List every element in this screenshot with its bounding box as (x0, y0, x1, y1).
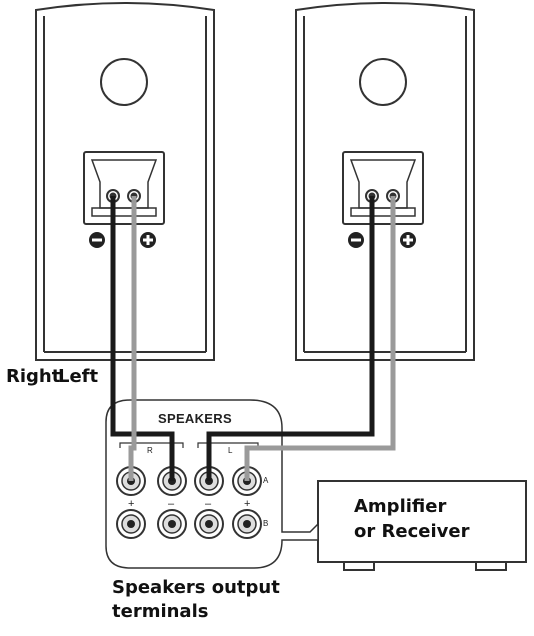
terminals-label: Speakers output terminals (112, 576, 280, 624)
l-plus-sign: + (244, 498, 251, 510)
right-speaker (35, 2, 215, 361)
speakers-panel-title: SPEAKERS (158, 411, 232, 426)
terminal-r-plus-b (116, 509, 146, 539)
row-a-label: A (263, 476, 269, 485)
terminal-l-plus-b (232, 509, 262, 539)
right-speaker-label: Right (6, 366, 61, 387)
terminals-label-line2: terminals (112, 601, 209, 622)
left-speaker-minus-icon (348, 232, 364, 248)
right-speaker-negative-wire (110, 196, 175, 481)
l-minus-sign: – (205, 498, 212, 510)
right-speaker-minus-icon (89, 232, 105, 248)
channel-l-label: L (228, 446, 233, 455)
left-speaker-negative-wire (206, 196, 375, 481)
terminal-r-minus-b (157, 509, 187, 539)
r-plus-sign: + (128, 498, 135, 510)
left-speaker (295, 2, 475, 361)
right-speaker-plus-icon (140, 232, 156, 248)
left-speaker-label: Left (58, 366, 99, 387)
row-b-label: B (263, 519, 269, 528)
right-speaker-driver (100, 58, 148, 106)
amplifier-label: Amplifier or Receiver (354, 494, 469, 544)
amplifier-label-line1: Amplifier (354, 496, 447, 517)
amplifier-box (317, 480, 527, 571)
terminal-l-minus-b (194, 509, 224, 539)
right-speaker-terminal-plate (83, 151, 165, 225)
channel-r-label: R (147, 446, 153, 455)
left-speaker-driver (359, 58, 407, 106)
amplifier-label-line2: or Receiver (354, 521, 470, 542)
r-minus-sign: – (168, 498, 175, 510)
left-speaker-positive-wire (244, 196, 396, 481)
terminals-label-line1: Speakers output (112, 577, 280, 598)
right-speaker-positive-wire (128, 196, 137, 481)
left-speaker-plus-icon (400, 232, 416, 248)
left-speaker-terminal-plate (342, 151, 424, 225)
